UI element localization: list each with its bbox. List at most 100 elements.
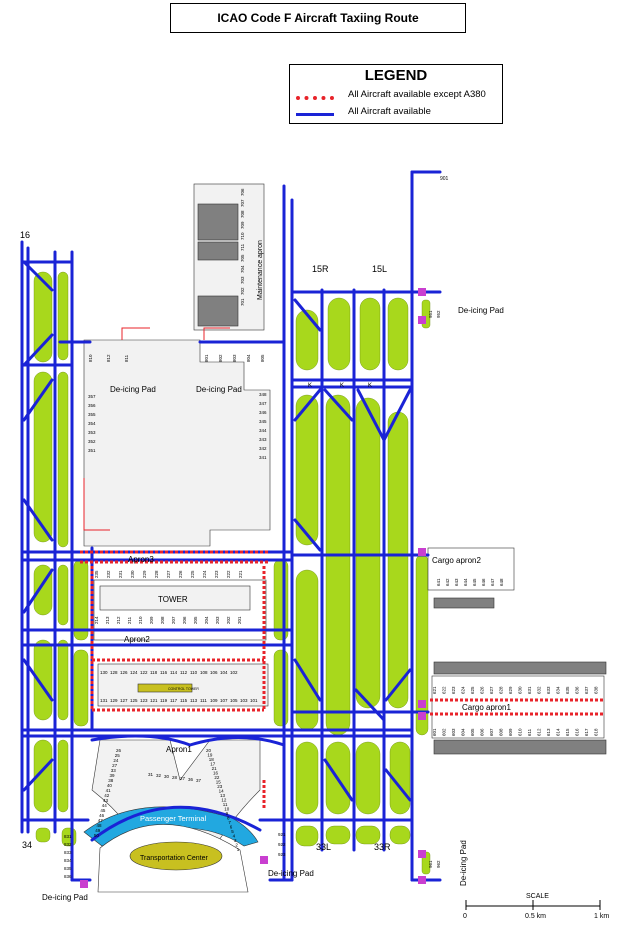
stand-apron2-row-213: 213 [105,616,110,624]
stand-apron3-row-225: 225 [190,570,195,578]
stand-west-pier-354: 354 [88,421,96,426]
stand-terminal-west-40: 40 [107,783,113,788]
stand-apron1-bottom-105: 105 [230,698,238,703]
deicing-pad-label-sw: De-icing Pad [42,893,88,902]
stand-cargo2-646: 646 [481,578,486,586]
stand-west-pier-352: 352 [88,439,96,444]
apron3-label: Apron3 [128,555,154,564]
stand-cargo-bottom-607: 607 [489,728,494,736]
stand-cargo-top-638: 638 [594,686,599,694]
stand-apron1-bottom-131: 131 [100,698,108,703]
stand-apron1-bottom-107: 107 [220,698,228,703]
deicing-pad-label-mid: De-icing Pad [196,385,242,394]
stand-apron1-top-110: 110 [190,670,198,675]
stand-cargo-top-625: 625 [470,686,475,694]
stand-apron1-top-124: 124 [130,670,138,675]
stand-apron3-row-226: 226 [178,570,183,578]
stand-apron3-row-229: 229 [142,570,147,578]
stand-apron1-bottom-115: 115 [180,698,188,703]
stand-cargo-top-637: 637 [584,686,589,694]
stand-cargo-bottom-605: 605 [470,728,475,736]
stand-apron2-row-206: 206 [182,616,187,624]
stand-apron3-row-222: 222 [226,570,231,578]
stand-west-pier-355: 355 [88,412,96,417]
stand-deicing-ne-952: 952 [436,310,441,318]
runway-34-label: 34 [22,840,32,850]
stand-terminal-east-7: 7 [228,820,231,825]
stand-cargo2-642: 642 [445,578,450,586]
stand-apron1-bottom-111: 111 [200,698,207,703]
legend-box: LEGEND All Aircraft available except A38… [289,64,503,124]
stand-terminal-west-44: 44 [102,803,108,808]
stand-apron1-bottom-123: 123 [140,698,148,703]
cargo-apron1-label: Cargo apron1 [462,703,511,712]
passenger-terminal-label: Passenger Terminal [140,814,206,823]
stand-cargo2-643: 643 [454,578,459,586]
stand-cargo-top-628: 628 [499,686,504,694]
stand-apron1-top-104: 104 [220,670,228,675]
stand-maintenance-703: 703 [240,276,245,284]
stand-apron2-row-205: 205 [193,616,198,624]
stand-cargo-top-622: 622 [442,686,447,694]
stand-terminal-west-33: 33 [111,768,117,773]
apron1-label: Apron1 [166,745,192,754]
stand-apron2-row-204: 204 [204,616,209,624]
stand-east-pier-345: 345 [259,419,267,424]
stand-apron1-top-106: 106 [210,670,218,675]
stand-terminal-east-21: 21 [212,766,218,771]
stand-apron2-row-209: 209 [149,616,154,624]
stand-cargo-bottom-604: 604 [461,728,466,736]
stand-east-pier-348: 348 [259,392,267,397]
stand-apron1-bottom-103: 103 [240,698,248,703]
stand-apron1-top-126: 126 [120,670,128,675]
stand-maintenance-711: 711 [240,243,245,251]
maintenance-apron-label: Maintenance apron [257,240,264,300]
stand-cargo-bottom-603: 603 [451,728,456,736]
stand-cargo-top-634: 634 [556,686,561,694]
stand-terminal-west-48: 48 [97,823,103,828]
stand-north-mid-804: 804 [246,354,251,362]
stand-apron1-top-102: 102 [230,670,238,675]
legend-label-available: All Aircraft available [348,106,431,117]
stand-terminal-west-46: 46 [99,813,105,818]
stand-cargo-bottom-608: 608 [499,728,504,736]
stand-deicing-sw-834: 834 [64,858,72,863]
stand-terminal-east-22: 22 [214,775,220,780]
stand-east-pier-342: 342 [259,446,267,451]
deicing-pad-label-s: De-icing Pad [268,869,314,878]
stand-maintenance-702: 702 [240,287,245,295]
legend-heading: LEGEND [364,67,428,84]
stand-east-pier-344: 344 [259,428,267,433]
stand-apron1-bottom-109: 109 [210,698,218,703]
cargo-apron2-label: Cargo apron2 [432,556,481,565]
stand-apron2-row-201: 201 [237,616,242,624]
stand-cargo-bottom-618: 618 [594,728,599,736]
control-tower-sign: CONTROL TOWER [168,687,199,691]
stand-apron2-row-210: 210 [138,616,143,624]
stand-terminal-west-43: 43 [103,798,109,803]
stand-east-pier-343: 343 [259,437,267,442]
stand-maintenance-708: 708 [240,210,245,218]
stand-cargo2-648: 648 [499,578,504,586]
stand-apron1-top-108: 108 [200,670,208,675]
stand-cargo-top-633: 633 [546,686,551,694]
stand-apron1-bottom-125: 125 [130,698,138,703]
stand-north-mid-802: 802 [218,354,223,362]
stand-terminal-east-18: 18 [209,757,215,762]
stand-terminal-mid-27: 27 [180,776,186,781]
stand-apron2-row-202: 202 [226,616,231,624]
stand-cargo-top-624: 624 [461,686,466,694]
stand-terminal-east-2: 2 [235,843,238,848]
stand-cargo2-647: 647 [490,578,495,586]
runway-15r-label: 15R [312,264,329,274]
stand-apron1-top-112: 112 [180,670,188,675]
deicing-pad-label-se: De-icing Pad [459,840,468,886]
buildings [83,183,607,893]
stand-cargo-top-636: 636 [575,686,580,694]
stand-east-pier-347: 347 [259,401,267,406]
stand-apron1-bottom-113: 113 [190,698,198,703]
stand-deicing-sw-836: 836 [64,874,72,879]
stand-apron2-row-211: 211 [127,616,132,624]
scale-tick-0: 0 [463,913,467,920]
